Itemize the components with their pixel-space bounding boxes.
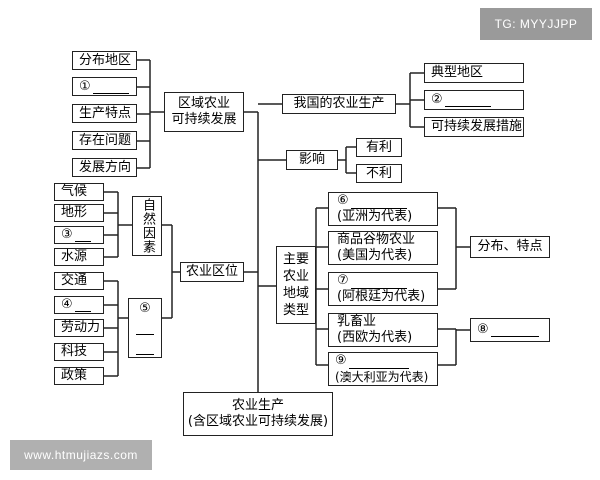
type-item-5: ⑨ (澳大利亚为代表) <box>328 352 438 386</box>
type-item-5-example: (澳大利亚为代表) <box>335 370 429 384</box>
type-item-5-name: ⑨ <box>335 353 409 369</box>
regional-title-box: 区域农业 可持续发展 <box>164 92 244 132</box>
natural-item-3: ③ <box>54 226 104 244</box>
regional-title-line1: 区域农业 <box>177 96 230 111</box>
type-item-3-name: ⑦ <box>337 273 407 289</box>
root-title: 农业生产 <box>231 398 284 413</box>
natural-item-1: 气候 <box>54 183 104 201</box>
regional-title-line2: 可持续发展 <box>171 112 237 127</box>
location-title-box: 农业区位 <box>180 262 244 282</box>
influence-item-unfavorable: 不利 <box>356 164 402 183</box>
distribution-features-box: 分布、特点 <box>470 236 550 258</box>
social-item-3: 劳动力 <box>54 319 104 337</box>
type-item-1: ⑥ (亚洲为代表) <box>328 192 438 226</box>
type-item-4-example: (西欧为代表) <box>337 330 413 345</box>
regional-item-5: 发展方向 <box>72 158 137 177</box>
type-item-1-example: (亚洲为代表) <box>337 209 413 224</box>
watermark-top: TG: MYYJJPP <box>480 8 592 40</box>
china-item-1: 典型地区 <box>424 63 524 83</box>
social-item-1: 交通 <box>54 272 104 290</box>
type-item-2-example: (美国为代表) <box>337 248 413 263</box>
social-factors-label: ⑤ <box>139 301 151 316</box>
natural-factors-box: 自然因素 <box>132 196 162 256</box>
type-item-3: ⑦ (阿根廷为代表) <box>328 272 438 306</box>
social-factors-box: ⑤ <box>128 298 162 358</box>
social-item-5: 政策 <box>54 367 104 385</box>
regional-item-2: ① <box>72 77 137 96</box>
type-item-2-name: 商品谷物农业 <box>337 232 416 247</box>
china-item-2: ② <box>424 90 524 110</box>
regional-item-4: 存在问题 <box>72 131 137 150</box>
type-item-2: 商品谷物农业 (美国为代表) <box>328 231 438 265</box>
root-subtitle: (含区域农业可持续发展) <box>187 414 329 429</box>
china-title-box: 我国的农业生产 <box>282 94 396 114</box>
types-title-box: 主要农业地域类型 <box>276 246 316 324</box>
watermark-bottom: www.htmujiazs.com <box>10 440 152 470</box>
type-item-4: 乳畜业 (西欧为代表) <box>328 313 438 347</box>
regional-item-3: 生产特点 <box>72 104 137 123</box>
type-item-3-example: (阿根廷为代表) <box>337 289 426 304</box>
regional-item-1: 分布地区 <box>72 51 137 70</box>
type-item-1-name: ⑥ <box>337 193 407 209</box>
social-item-2: ④ <box>54 296 104 314</box>
social-item-4: 科技 <box>54 343 104 361</box>
type-answer-8-box: ⑧ <box>470 318 550 342</box>
china-item-3: 可持续发展措施 <box>424 117 524 137</box>
influence-item-favorable: 有利 <box>356 138 402 157</box>
type-item-4-name: 乳畜业 <box>337 314 377 329</box>
natural-item-4: 水源 <box>54 248 104 266</box>
root-title-box: 农业生产 (含区域农业可持续发展) <box>183 392 333 436</box>
influence-title-box: 影响 <box>286 150 338 170</box>
natural-item-2: 地形 <box>54 204 104 222</box>
